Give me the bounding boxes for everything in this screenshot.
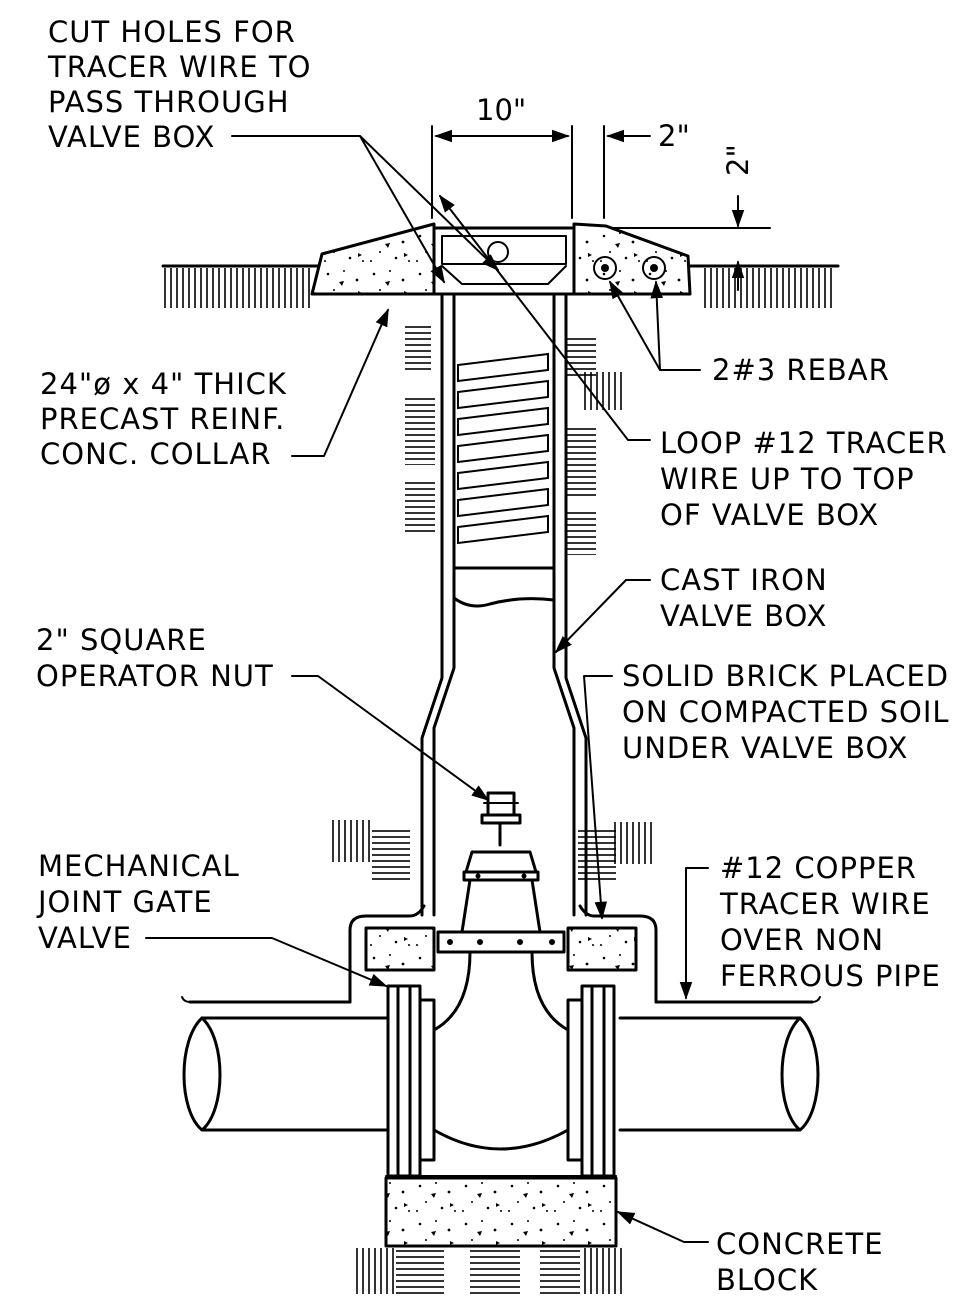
svg-text:UNDER VALVE BOX: UNDER VALVE BOX: [622, 731, 908, 765]
svg-text:PASS THROUGH: PASS THROUGH: [48, 85, 290, 119]
label-copper-wire: #12 COPPER TRACER WIRE OVER NON FERROUS …: [719, 851, 941, 993]
leader-lines: [145, 135, 709, 1243]
svg-text:24"ø x 4" THICK: 24"ø x 4" THICK: [40, 367, 287, 401]
label-rebar: 2#3 REBAR: [712, 353, 890, 387]
label-gate-valve: MECHANICAL JOINT GATE VALVE: [36, 849, 240, 955]
label-cut-holes: CUT HOLES FOR TRACER WIRE TO PASS THROUG…: [47, 15, 311, 154]
gate-valve-body: [385, 950, 617, 1178]
svg-text:BLOCK: BLOCK: [716, 1263, 818, 1297]
gate-valve-bonnet: [436, 850, 566, 954]
svg-text:FERROUS PIPE: FERROUS PIPE: [720, 959, 941, 993]
svg-text:VALVE: VALVE: [38, 921, 132, 955]
svg-text:PRECAST REINF.: PRECAST REINF.: [40, 402, 285, 436]
operator-nut: [480, 791, 522, 847]
rebar-left: [593, 256, 617, 280]
label-concrete-block: CONCRETE BLOCK: [716, 1227, 884, 1297]
svg-text:TRACER WIRE TO: TRACER WIRE TO: [47, 50, 311, 84]
dim-10-label: 10": [476, 93, 526, 127]
svg-text:OF VALVE BOX: OF VALVE BOX: [660, 498, 879, 532]
threaded-sleeve: [452, 352, 556, 608]
concrete-block: [384, 1176, 618, 1248]
svg-text:ON COMPACTED SOIL: ON COMPACTED SOIL: [622, 695, 950, 729]
dimension-2in-horizontal: 2": [603, 119, 690, 219]
pipe-left: [182, 1016, 388, 1132]
cast-iron-valve-box: [420, 292, 588, 917]
tracer-wire: [181, 904, 821, 1004]
label-cast-iron: CAST IRON VALVE BOX: [660, 563, 828, 633]
svg-text:LOOP #12 TRACER: LOOP #12 TRACER: [660, 426, 948, 460]
pipe-right: [618, 1016, 820, 1132]
label-solid-brick: SOLID BRICK PLACED ON COMPACTED SOIL UND…: [622, 659, 950, 765]
svg-text:OVER NON: OVER NON: [720, 923, 884, 957]
svg-text:CONC. COLLAR: CONC. COLLAR: [40, 437, 272, 471]
rebar-right: [642, 256, 666, 280]
dim-2v-label: 2": [721, 144, 755, 176]
svg-text:TRACER WIRE: TRACER WIRE: [719, 887, 931, 921]
svg-text:OPERATOR NUT: OPERATOR NUT: [36, 659, 274, 693]
concrete-collar: [310, 222, 692, 296]
svg-text:CUT HOLES FOR: CUT HOLES FOR: [48, 15, 296, 49]
valve-box-lid: [432, 226, 576, 296]
svg-text:SOLID BRICK PLACED: SOLID BRICK PLACED: [622, 659, 949, 693]
svg-text:VALVE BOX: VALVE BOX: [48, 120, 215, 154]
dimension-10in: 10": [431, 93, 573, 219]
svg-text:VALVE BOX: VALVE BOX: [660, 599, 827, 633]
dim-2h-label: 2": [658, 119, 690, 153]
svg-text:CAST IRON: CAST IRON: [660, 563, 828, 597]
label-loop-tracer: LOOP #12 TRACER WIRE UP TO TOP OF VALVE …: [660, 426, 948, 532]
svg-text:JOINT GATE: JOINT GATE: [36, 885, 213, 919]
support-bricks: [364, 926, 638, 972]
label-operator-nut: 2" SQUARE OPERATOR NUT: [36, 623, 274, 693]
svg-text:MECHANICAL: MECHANICAL: [38, 849, 240, 883]
svg-text:WIRE UP TO TOP: WIRE UP TO TOP: [660, 462, 915, 496]
dimension-2in-vertical: 2": [611, 144, 771, 291]
soil-hatching: [332, 325, 654, 1294]
svg-text:#12 COPPER: #12 COPPER: [720, 851, 917, 885]
svg-text:CONCRETE: CONCRETE: [716, 1227, 884, 1261]
label-collar: 24"ø x 4" THICK PRECAST REINF. CONC. COL…: [40, 367, 287, 471]
ground-surface: [161, 264, 840, 308]
svg-text:2" SQUARE: 2" SQUARE: [36, 623, 207, 657]
